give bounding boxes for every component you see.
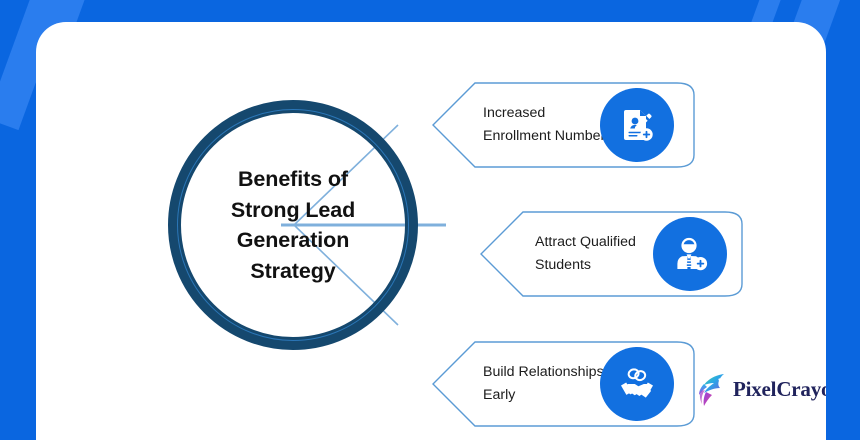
brand-name-text: PixelCrayons: [733, 376, 826, 401]
user-badge-add-icon: [653, 217, 727, 291]
benefit-card-build-relationships[interactable]: Build Relationships Early: [431, 340, 696, 428]
benefit-label: Attract Qualified Students: [535, 234, 636, 273]
brand-name: PixelCrayons™: [733, 377, 826, 402]
benefit-card-increased-enrollment[interactable]: Increased Enrollment Numbers: [431, 81, 696, 169]
benefit-label: Increased Enrollment Numbers: [483, 105, 613, 144]
central-hub: Benefits of Strong Lead Generation Strat…: [168, 100, 418, 350]
hub-title: Benefits of Strong Lead Generation Strat…: [230, 166, 356, 283]
hummingbird-logo: [699, 374, 724, 406]
brand-logo: PixelCrayons™: [694, 370, 826, 408]
handshake-rings-icon: [600, 347, 674, 421]
hub-ring-inner: [177, 109, 409, 341]
benefit-label: Build Relationships Early: [483, 364, 604, 403]
form-add-person-icon: [600, 88, 674, 162]
benefit-card-attract-students[interactable]: Attract Qualified Students: [479, 210, 744, 298]
white-content-area: Benefits of Strong Lead Generation Strat…: [36, 22, 826, 440]
